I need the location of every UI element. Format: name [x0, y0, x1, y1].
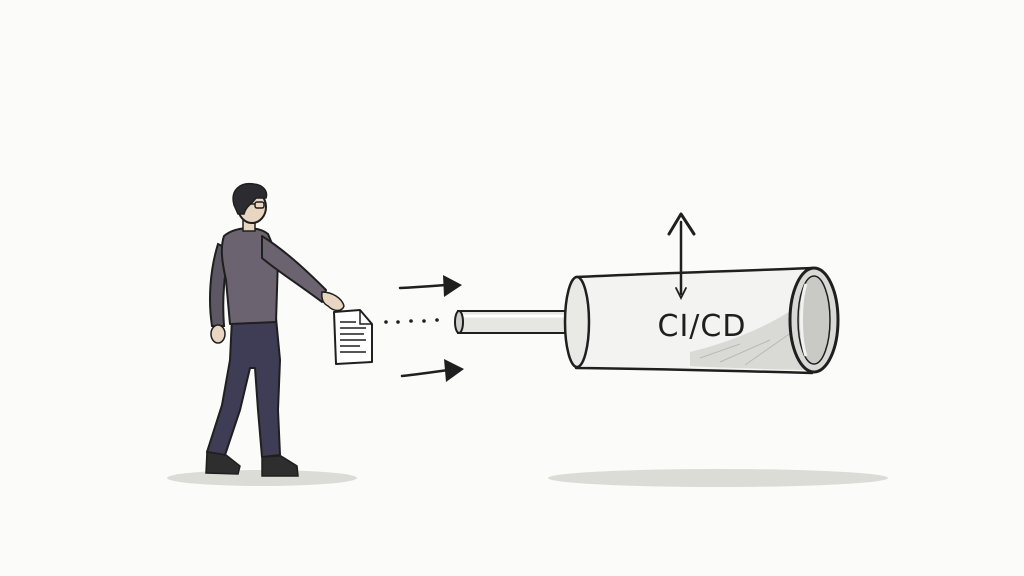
- pipeline-label: CI/CD: [658, 309, 747, 344]
- dotted-trail: [384, 318, 439, 324]
- extended-hand: [321, 291, 345, 312]
- developer-figure: [205, 182, 345, 477]
- left-shoe: [205, 451, 241, 475]
- hair: [232, 182, 268, 215]
- pipeline-back-rim: [563, 275, 591, 369]
- inlet-tube: [457, 310, 579, 334]
- lower-arrow-icon: [400, 359, 464, 382]
- vertical-arrow-icon: [667, 212, 696, 301]
- glasses-icon: [250, 201, 265, 209]
- cicd-pipeline: CI/CD: [454, 266, 840, 375]
- inlet-tube-opening: [454, 310, 464, 334]
- document-icon: [333, 309, 373, 365]
- pants: [206, 317, 281, 458]
- back-hand: [210, 324, 226, 344]
- upper-arrow-icon: [398, 275, 462, 297]
- pipeline-shading: [690, 300, 810, 370]
- right-shoe: [261, 455, 299, 477]
- pipeline-ground-shadow: [548, 469, 888, 487]
